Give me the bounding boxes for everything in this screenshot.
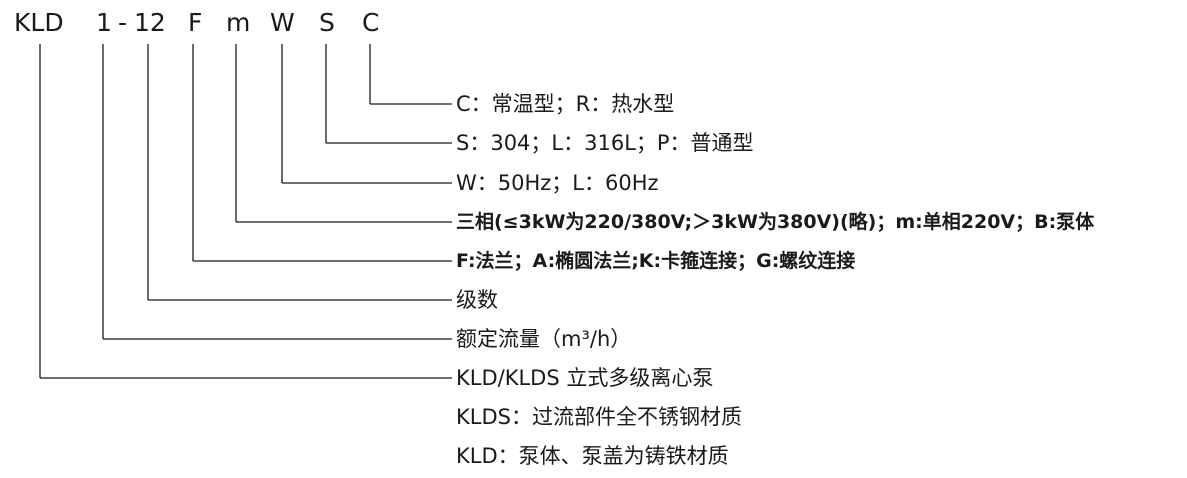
desc-flange: F:法兰；A:椭圆法兰;K:卡箍连接；G:螺纹连接 [456,250,856,272]
note-kld: KLD：泵体、泵盖为铸铁材质 [456,444,729,468]
connector-stages [102,44,452,340]
note-klds: KLDS：过流部件全不锈钢材质 [456,405,742,429]
connector-motor [235,44,452,223]
code-series: KLD [14,8,64,37]
code-temperature: C [362,8,380,37]
code-stages: 1 [96,8,112,37]
connector-flow [147,44,452,301]
desc-temperature: C：常温型；R：热水型 [456,92,675,116]
connector-temperature [369,44,452,105]
code-separator: - [118,8,128,37]
desc-material: S：304；L：316L；P：普通型 [456,131,754,155]
connector-series [39,44,452,379]
code-power: W [270,8,295,37]
code-motor: m [226,8,251,37]
desc-stages: 级数 [456,288,498,312]
code-flow: 12 [134,8,166,37]
desc-motor: 三相(≤3kW为220/380V;＞3kW为380V)(略)；m:单相220V；… [456,211,1095,233]
code-material: S [319,8,335,37]
code-flange: F [188,8,203,37]
desc-rated-flow: 额定流量（m³/h） [456,327,632,351]
connector-power [281,44,452,184]
desc-series: KLD/KLDS 立式多级离心泵 [456,366,714,390]
desc-power: W：50Hz；L：60Hz [456,171,659,195]
connector-flange [192,44,452,262]
connector-material [325,44,452,144]
